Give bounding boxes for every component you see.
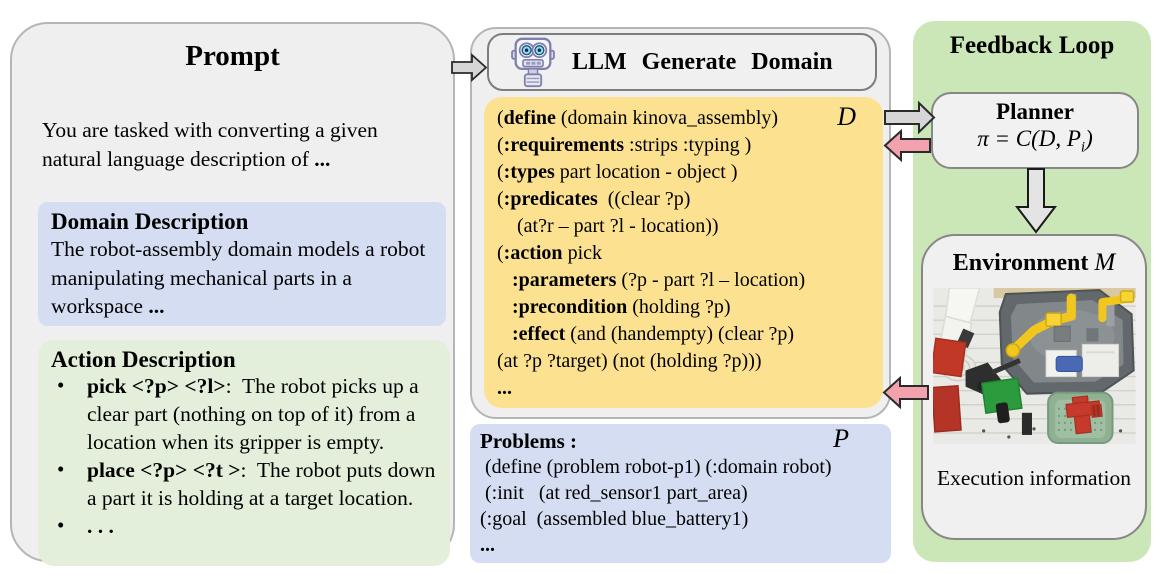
problems-title: Problems :	[480, 429, 578, 453]
code-line: :parameters (?p - part ?l – location)	[512, 269, 806, 291]
problems-box: P Problems : (define (problem robot-p1) …	[470, 424, 891, 563]
feedback-loop-title: Feedback Loop	[949, 32, 1115, 59]
robot-icon	[511, 37, 555, 87]
planner-box: Planner π = C(D, Pi)	[931, 92, 1139, 169]
action-bullet-place: • place <?p> <?t >: The robot puts down …	[57, 457, 437, 513]
code-line: (:predicates ((clear ?p)	[497, 188, 691, 210]
prompt-intro-text: You are tasked with converting a given n…	[42, 118, 384, 172]
code-line: ...	[497, 377, 512, 399]
action-bullet-ellipsis: • . . .	[57, 513, 437, 541]
action-description-box: Action Description • pick <?p> <?l>: The…	[38, 340, 450, 566]
environment-symbol-label: M	[1094, 249, 1116, 276]
domain-description-title: Domain Description	[51, 209, 249, 234]
code-line: :effect (and (handempty) (clear ?p)	[512, 323, 795, 345]
execution-information-label: Execution information	[936, 466, 1132, 490]
problems-symbol-label: P	[833, 424, 849, 453]
action-bullet-place-text: place <?p> <?t >: The robot puts down a …	[87, 457, 441, 510]
problem-line: ...	[480, 534, 495, 556]
action-bullet-pick-text: pick <?p> <?l>: The robot picks up a cle…	[87, 374, 425, 454]
code-line: (at?r – part ?l - location))	[497, 215, 719, 237]
domain-code-box: D (define (domain kinova_assembly) (:req…	[484, 97, 883, 408]
planner-title: Planner	[996, 99, 1074, 124]
environment-box: Environment M	[921, 234, 1147, 540]
problem-line: (:init (at red_sensor1 part_area)	[480, 482, 748, 504]
code-line: :precondition (holding ?p)	[512, 296, 731, 318]
environment-title: Environment M	[952, 249, 1116, 276]
domain-description-body: The robot-assembly domain models a robot…	[51, 237, 431, 319]
code-line: (:action pick	[497, 242, 602, 264]
code-line: (at ?p ?target) (not (holding ?p)))	[497, 350, 762, 372]
code-line: (define (domain kinova_assembly)	[497, 107, 779, 129]
bullet-icon: •	[57, 456, 65, 481]
code-line: (:types part location - object )	[497, 161, 738, 183]
robot-workcell-photo-icon	[932, 288, 1136, 444]
prompt-panel: Prompt You are tasked with converting a …	[10, 22, 455, 566]
bullet-icon: •	[57, 373, 65, 397]
bullet-icon: •	[57, 512, 65, 537]
action-description-title: Action Description	[51, 347, 236, 372]
problem-line: (:goal (assembled blue_battery1)	[480, 508, 749, 530]
planner-formula: π = C(D, Pi)	[977, 126, 1093, 156]
action-bullet-ellipsis-text: . . .	[87, 513, 114, 538]
action-bullet-pick: • pick <?p> <?l>: The robot picks up a c…	[57, 373, 437, 457]
code-line: (:requirements :strips :typing )	[497, 134, 752, 156]
domain-symbol-label: D	[837, 102, 856, 131]
llm-header-title: LLM Generate Domain	[572, 48, 833, 75]
prompt-title: Prompt	[185, 40, 280, 72]
llm-header: LLM Generate Domain	[487, 33, 877, 91]
domain-description-box: Domain Description The robot-assembly do…	[38, 202, 446, 326]
problem-line: (define (problem robot-p1) (:domain robo…	[480, 456, 832, 478]
